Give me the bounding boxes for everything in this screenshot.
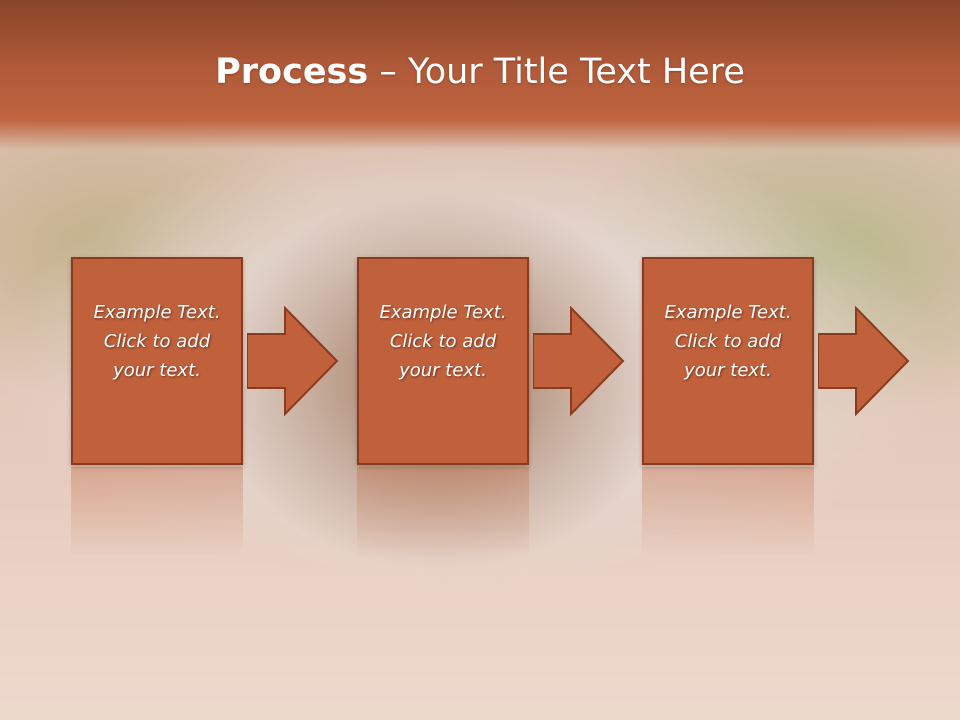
step-1-reflection: [71, 467, 243, 557]
title-band: [0, 0, 960, 150]
step-2-text: Example Text. Click to add your text.: [379, 301, 507, 381]
step-3-text: Example Text. Click to add your text.: [664, 301, 792, 381]
step-2-reflection: [357, 467, 529, 557]
slide-title[interactable]: Process – Your Title Text Here: [0, 52, 960, 92]
slide-title-bold: Process: [215, 52, 369, 92]
step-1-box[interactable]: Example Text. Click to add your text.: [71, 257, 243, 465]
step-3-arrow-icon: [818, 306, 910, 416]
step-2-box[interactable]: Example Text. Click to add your text.: [357, 257, 529, 465]
step-1-text: Example Text. Click to add your text.: [93, 301, 221, 381]
step-1-arrow-icon: [247, 306, 339, 416]
step-2-arrow-icon: [533, 306, 625, 416]
step-3-reflection: [642, 467, 814, 557]
slide-title-rest: – Your Title Text Here: [368, 52, 745, 92]
step-3-box[interactable]: Example Text. Click to add your text.: [642, 257, 814, 465]
